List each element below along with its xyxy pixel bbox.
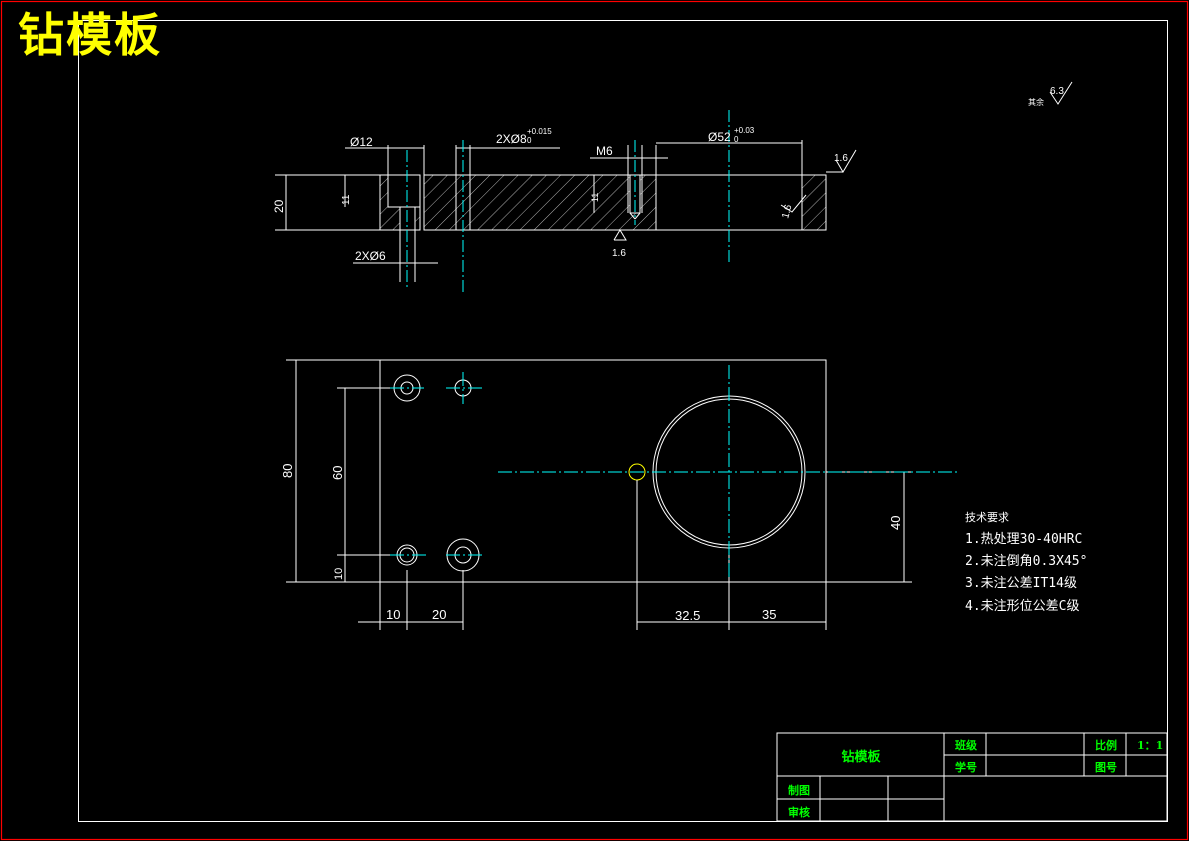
dim-x20: 20 — [432, 607, 446, 622]
tech-requirement-item: 4.未注形位公差C级 — [965, 599, 1080, 614]
dim-counterbore: 11 — [341, 194, 352, 205]
dim-m6: M6 — [596, 144, 613, 158]
section-dim-text: Ø12 2XØ8 +0.015 0 M6 Ø52 +0.03 0 20 11 1… — [272, 86, 1064, 263]
section-hatch-main — [423, 174, 657, 231]
dim-d12: Ø12 — [350, 135, 373, 149]
dim-d52: Ø52 — [708, 130, 731, 144]
tech-requirement-item: 1.热处理30-40HRC — [965, 532, 1083, 547]
section-hatch-right — [801, 174, 827, 231]
dim-d52-tol: +0.03 — [734, 126, 755, 135]
dim-y40: 40 — [888, 516, 903, 530]
section-view — [275, 140, 827, 282]
title-block-drawing-no-label: 图号 — [1095, 761, 1117, 774]
roughness-symbols — [613, 81, 1073, 241]
dim-d52-tol-lower: 0 — [734, 135, 739, 144]
dim-d8-tol-lower: 0 — [527, 136, 532, 145]
inner-frame — [78, 20, 1168, 822]
roughness-3: 1.6 — [780, 203, 794, 220]
tech-requirement-item: 2.未注倒角0.3X45° — [965, 554, 1088, 569]
title-block-scale-value: 1：1 — [1137, 739, 1164, 752]
dim-d8-tol: +0.015 — [527, 127, 552, 136]
roughness-note-label: 其余 — [1028, 97, 1044, 107]
dim-d6: 2XØ6 — [355, 249, 386, 263]
dim-thread-depth: 11 — [590, 193, 600, 202]
roughness-1: 1.6 — [834, 153, 848, 164]
tech-requirements-heading: 技术要求 — [965, 511, 1009, 524]
dim-height: 20 — [272, 199, 286, 213]
dim-x32: 32.5 — [675, 608, 700, 623]
dim-bottom-off: 10 — [333, 568, 345, 580]
plan-view — [286, 359, 912, 630]
dim-holes-pitch: 60 — [330, 466, 345, 480]
title-block-scale-label: 比例 — [1095, 739, 1117, 752]
title-block-student-no-label: 学号 — [955, 761, 977, 774]
section-centerlines — [406, 110, 730, 292]
roughness-2: 1.6 — [612, 248, 626, 259]
plan-centerlines — [390, 365, 960, 578]
dim-x35: 35 — [762, 607, 776, 622]
title-block-class-label: 班级 — [955, 739, 977, 752]
dim-overall-h: 80 — [280, 464, 295, 478]
title-block — [776, 732, 1168, 822]
title-block-drafter-label: 制图 — [788, 784, 810, 797]
plan-dim-text: 80 60 10 10 20 32.5 35 40 — [280, 464, 903, 623]
dim-x10: 10 — [386, 607, 400, 622]
roughness-note-value: 6.3 — [1050, 86, 1064, 97]
dim-d8: 2XØ8 — [496, 132, 527, 146]
title-block-reviewer-label: 审核 — [788, 806, 810, 819]
plate-outline — [379, 359, 827, 583]
tech-requirement-item: 3.未注公差IT14级 — [965, 576, 1077, 591]
title-block-part-name: 钻模板 — [841, 749, 881, 765]
drawing-title: 钻模板 — [18, 8, 162, 62]
